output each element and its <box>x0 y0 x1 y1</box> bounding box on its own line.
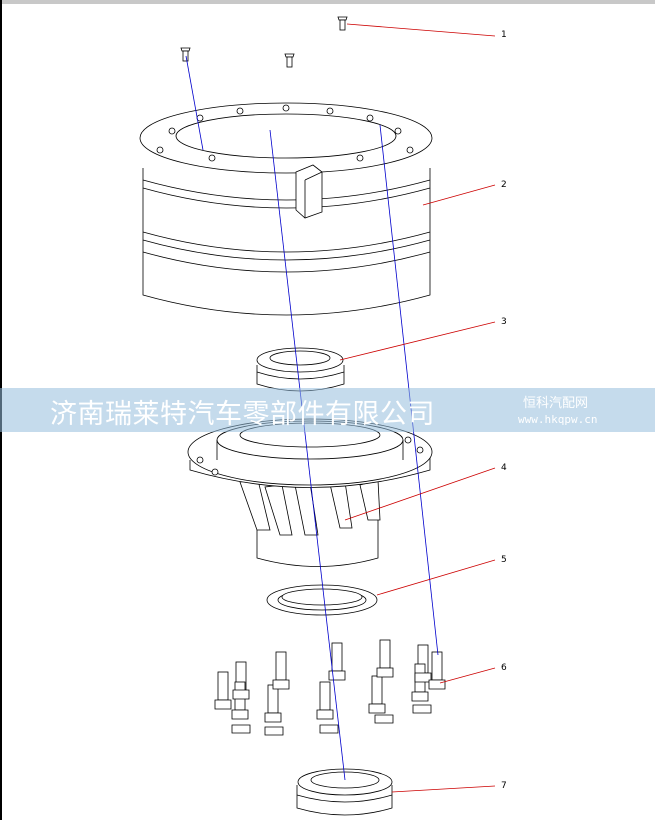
top-border <box>0 0 655 4</box>
watermark-url: www.hkqpw.cn <box>518 413 598 426</box>
watermark-company-name: 济南瑞莱特汽车零部件有限公司 <box>50 399 435 430</box>
oil-seal-part-5 <box>266 584 378 616</box>
callout-7: 7 <box>501 781 507 791</box>
bearing-part-3 <box>256 347 345 392</box>
callout-2: 2 <box>501 180 507 190</box>
callout-5: 5 <box>501 555 507 565</box>
leader-lines <box>339 23 496 793</box>
screw-part-1 <box>180 16 348 68</box>
watermark-brand: 恒科汽配网 <box>523 396 589 411</box>
watermark-banner <box>0 388 655 432</box>
callout-3: 3 <box>501 317 507 327</box>
wheel-bolts-part-6 <box>214 639 446 736</box>
callout-6: 6 <box>501 663 507 673</box>
callout-4: 4 <box>501 463 507 473</box>
callout-1: 1 <box>501 30 507 40</box>
wheel-hub-part-4 <box>187 418 433 567</box>
brake-drum-part-2 <box>139 102 433 316</box>
inner-bearing-part-7 <box>296 768 393 816</box>
